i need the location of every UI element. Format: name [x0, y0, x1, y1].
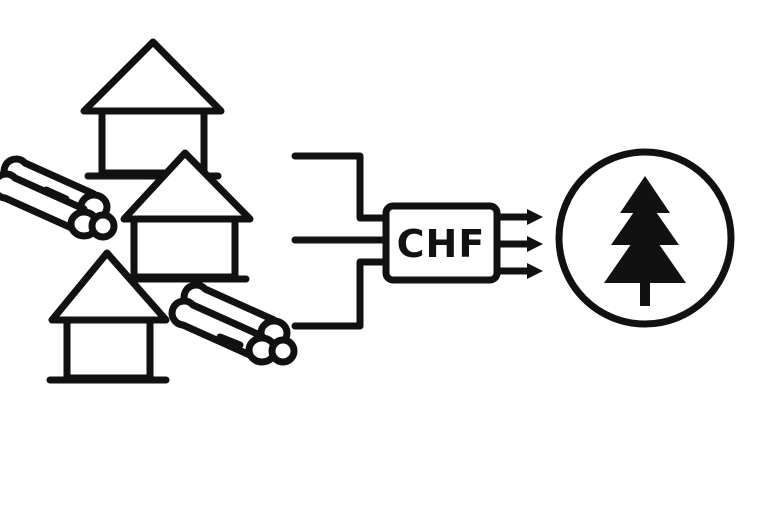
- right-arrow-icon: [493, 209, 543, 225]
- house-icon: [114, 149, 254, 283]
- currency-label: CHF: [397, 222, 486, 266]
- house-icon: [80, 38, 225, 180]
- log-bundle-icon: [0, 155, 118, 241]
- house-icon: [46, 249, 170, 384]
- right-arrow-icon: [493, 263, 543, 279]
- currency-box-icon: CHF: [382, 202, 501, 284]
- connector-lines: [291, 152, 390, 330]
- evergreen-tree-icon: [555, 148, 735, 328]
- right-arrow-icon: [493, 236, 543, 252]
- log-bundle-icon: [168, 281, 298, 366]
